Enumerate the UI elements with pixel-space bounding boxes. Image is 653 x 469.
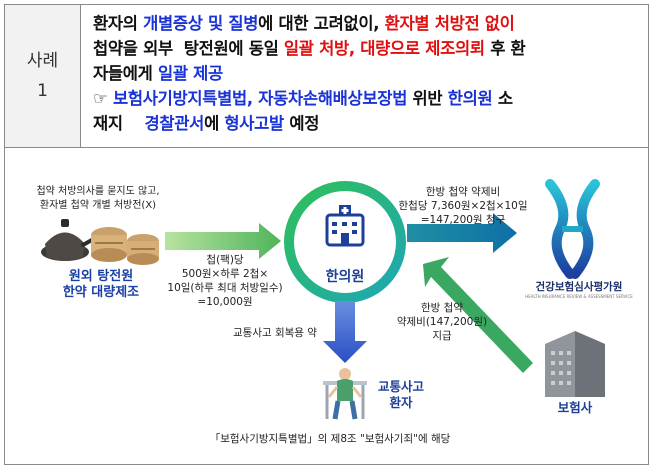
description-line-2: 첩약을 외부 탕전원에 동일 일괄 처방, 대량으로 제조의뢰 후 환 — [93, 36, 638, 61]
hospital-icon — [325, 205, 365, 247]
clinic-ring — [284, 181, 406, 303]
highlight-segment: 보험사기방지특별법, 자동차손해배상보장법 — [112, 89, 408, 108]
payment-arrow — [423, 257, 533, 373]
claim-note: 한방 첩약 약제비 한첩당 7,360원×2첩×10일 =147,200원 청구 — [393, 185, 533, 227]
pharmacy-name: 원외 탕전원 — [68, 269, 134, 284]
text-segment: 환자의 — [93, 14, 144, 33]
description-line-5: 재지 경찰관서에 형사고발 예정 — [93, 111, 638, 136]
claim-arrow — [407, 213, 517, 253]
case-number: 1 — [37, 81, 48, 101]
case-description: 환자의 개별증상 및 질병에 대한 고려없이, 환자별 처방전 없이 첩약을 외… — [81, 5, 648, 148]
payment-note: 한방 첩약 약제비(147,200원) 지급 — [387, 301, 497, 343]
text-segment: 재지 — [93, 114, 145, 133]
unit-price-line: 첩(팩)당 — [206, 254, 244, 266]
highlight-segment: 일괄 처방, 대량으로 제조의뢰 — [283, 39, 485, 58]
building-icon — [545, 331, 605, 397]
pharmacy-desc: 한약 대량제조 — [62, 285, 140, 300]
claim-line: 한방 첩약 약제비 — [425, 186, 501, 198]
highlight-segment: 한의원 — [447, 89, 493, 108]
hira-name: 건강보험심사평가원 — [535, 281, 623, 293]
clinic-label: 한의원 — [325, 269, 365, 285]
pharmacy-label: 원외 탕전원 한약 대량제조 — [41, 269, 161, 301]
text-segment: 에 대한 고려없이, — [258, 14, 385, 33]
claim-line: 한첩당 7,360원×2첩×10일 — [398, 200, 528, 212]
unit-price-line: 10일(하루 최대 처방일수) — [167, 282, 283, 294]
unit-price-note: 첩(팩)당 500원×하루 2첩× 10일(하루 최대 처방일수) =10,00… — [165, 253, 285, 309]
highlight-segment: 형사고발 — [224, 114, 284, 133]
case-label: 사례 — [26, 51, 59, 71]
highlight-segment: 경찰관서 — [144, 114, 205, 133]
hira-logo-icon — [545, 179, 600, 279]
diagram-graphics — [41, 179, 605, 420]
text-segment: 에 — [204, 114, 225, 133]
highlight-segment: 개별증상 및 질병 — [143, 14, 259, 33]
description-line-4: ☞ 보험사기방지특별법, 자동차손해배상보장법 위반 한의원 소 — [93, 86, 638, 111]
hira-subtitle: HEALTH INSURANCE REVIEW & ASSESSMENT SER… — [525, 294, 633, 299]
insurer-label: 보험사 — [557, 400, 593, 415]
payment-line: 약제비(147,200원) — [396, 316, 488, 328]
unit-price-line: 500원×하루 2첩× — [181, 268, 269, 280]
description-line-1: 환자의 개별증상 및 질병에 대한 고려없이, 환자별 처방전 없이 — [93, 11, 638, 36]
left-note: 첩약 처방의사를 묻지도 않고, 환자별 첩약 개별 처방전(X) — [23, 185, 173, 213]
patient-note: 교통사고 회복용 약 — [233, 327, 317, 339]
text-segment: 자들에게 — [93, 64, 158, 83]
patient-label-line: 교통사고 — [377, 379, 424, 394]
case-table: 사례 1 환자의 개별증상 및 질병에 대한 고려없이, 환자별 처방전 없이 … — [4, 4, 649, 465]
highlight-segment: 환자별 처방전 없이 — [384, 14, 515, 33]
payment-line: 한방 첩약 — [421, 302, 463, 314]
medicine-arrow — [323, 301, 367, 363]
case-label-cell: 사례 1 — [5, 5, 81, 148]
text-segment: 예정 — [283, 114, 320, 133]
left-note-line: 첩약 처방의사를 묻지도 않고, — [36, 186, 160, 197]
unit-price-line: =10,000원 — [197, 296, 253, 308]
supply-arrow — [165, 223, 281, 259]
text-segment: 첩약을 외부 탕전원에 동일 — [93, 39, 284, 58]
text-segment: 소 — [492, 89, 513, 108]
pointing-hand-icon: ☞ — [93, 89, 113, 108]
text-segment: 후 환 — [484, 39, 526, 58]
herbal-medicine-icon — [41, 219, 159, 265]
patient-label: 교통사고 환자 — [371, 379, 431, 411]
payment-line: 지급 — [432, 330, 452, 342]
footnote: 「보험사기방지특별법」의 제8조 "보험사기죄"에 해당 — [209, 433, 451, 445]
hira-label: 건강보험심사평가원 HEALTH INSURANCE REVIEW & ASSE… — [523, 279, 635, 299]
text-segment: 위반 — [407, 89, 448, 108]
description-line-3: 자들에게 일괄 제공 — [93, 61, 638, 86]
patient-icon — [323, 368, 367, 420]
claim-line: =147,200원 청구 — [420, 214, 506, 226]
highlight-segment: 일괄 제공 — [157, 64, 223, 83]
left-note-line: 환자별 첩약 개별 처방전(X) — [39, 200, 157, 211]
fraud-flow-diagram: 첩약 처방의사를 묻지도 않고, 환자별 첩약 개별 처방전(X) 원외 탕전원… — [5, 149, 648, 464]
patient-label-line: 환자 — [389, 395, 413, 410]
